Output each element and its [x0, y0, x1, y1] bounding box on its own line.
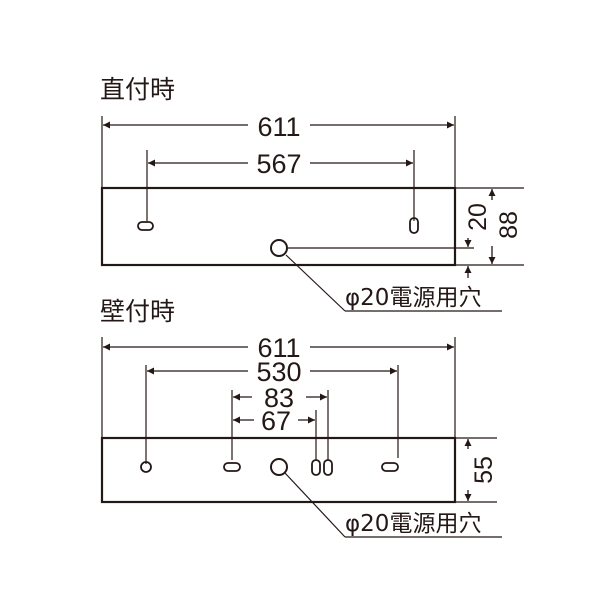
ceiling-hole-pitch-label: 567	[256, 149, 301, 179]
wall-power-hole-note: φ20電源用穴	[345, 511, 481, 537]
ceiling-hole-height-label: 20	[464, 203, 492, 231]
wall-mounting-slot-right	[381, 462, 399, 472]
wall-mount-title: 壁付時	[100, 297, 175, 326]
ceiling-total-width-label: 611	[257, 112, 300, 142]
wall-67-dimension: 67	[233, 406, 317, 460]
wall-mounting-hole-left	[140, 461, 152, 473]
ceiling-mount-view: 直付時 611 567 φ20電源用穴	[100, 75, 524, 312]
wall-power-hole	[270, 458, 288, 476]
ceiling-mount-title: 直付時	[100, 75, 175, 104]
ceiling-power-hole-note: φ20電源用穴	[345, 285, 481, 311]
wall-mounting-slot-inner-a	[311, 459, 321, 476]
wall-83-label: 83	[264, 383, 294, 413]
wall-mounting-slot-inner-b	[323, 459, 333, 476]
wall-total-width-dimension: 611	[101, 333, 456, 437]
ceiling-power-hole	[270, 239, 288, 257]
ceiling-height-dimension: 88	[488, 189, 523, 264]
wall-mount-view: 壁付時 611 530 83	[100, 297, 502, 538]
ceiling-hole-height-dimension: 20	[456, 187, 524, 278]
wall-outer-hole-pitch-dimension: 530	[145, 357, 399, 464]
wall-height-label: 55	[470, 456, 498, 484]
wall-fixture-body	[100, 436, 457, 504]
wall-outer-hole-pitch-label: 530	[256, 357, 301, 387]
ceiling-hole-pitch-dimension: 567	[146, 149, 415, 221]
ceiling-mounting-slot-left	[137, 221, 154, 231]
ceiling-total-width-dimension: 611	[101, 112, 456, 187]
ceiling-mounting-slot-right	[409, 217, 419, 234]
wall-67-label: 67	[261, 406, 291, 436]
ceiling-fixture-body	[100, 186, 457, 267]
wall-mounting-slot-center-left	[223, 462, 241, 472]
wall-total-width-label: 611	[257, 333, 300, 363]
wall-83-dimension: 83	[231, 383, 329, 460]
wall-height-dimension: 55	[456, 437, 498, 503]
ceiling-height-label: 88	[495, 211, 523, 239]
